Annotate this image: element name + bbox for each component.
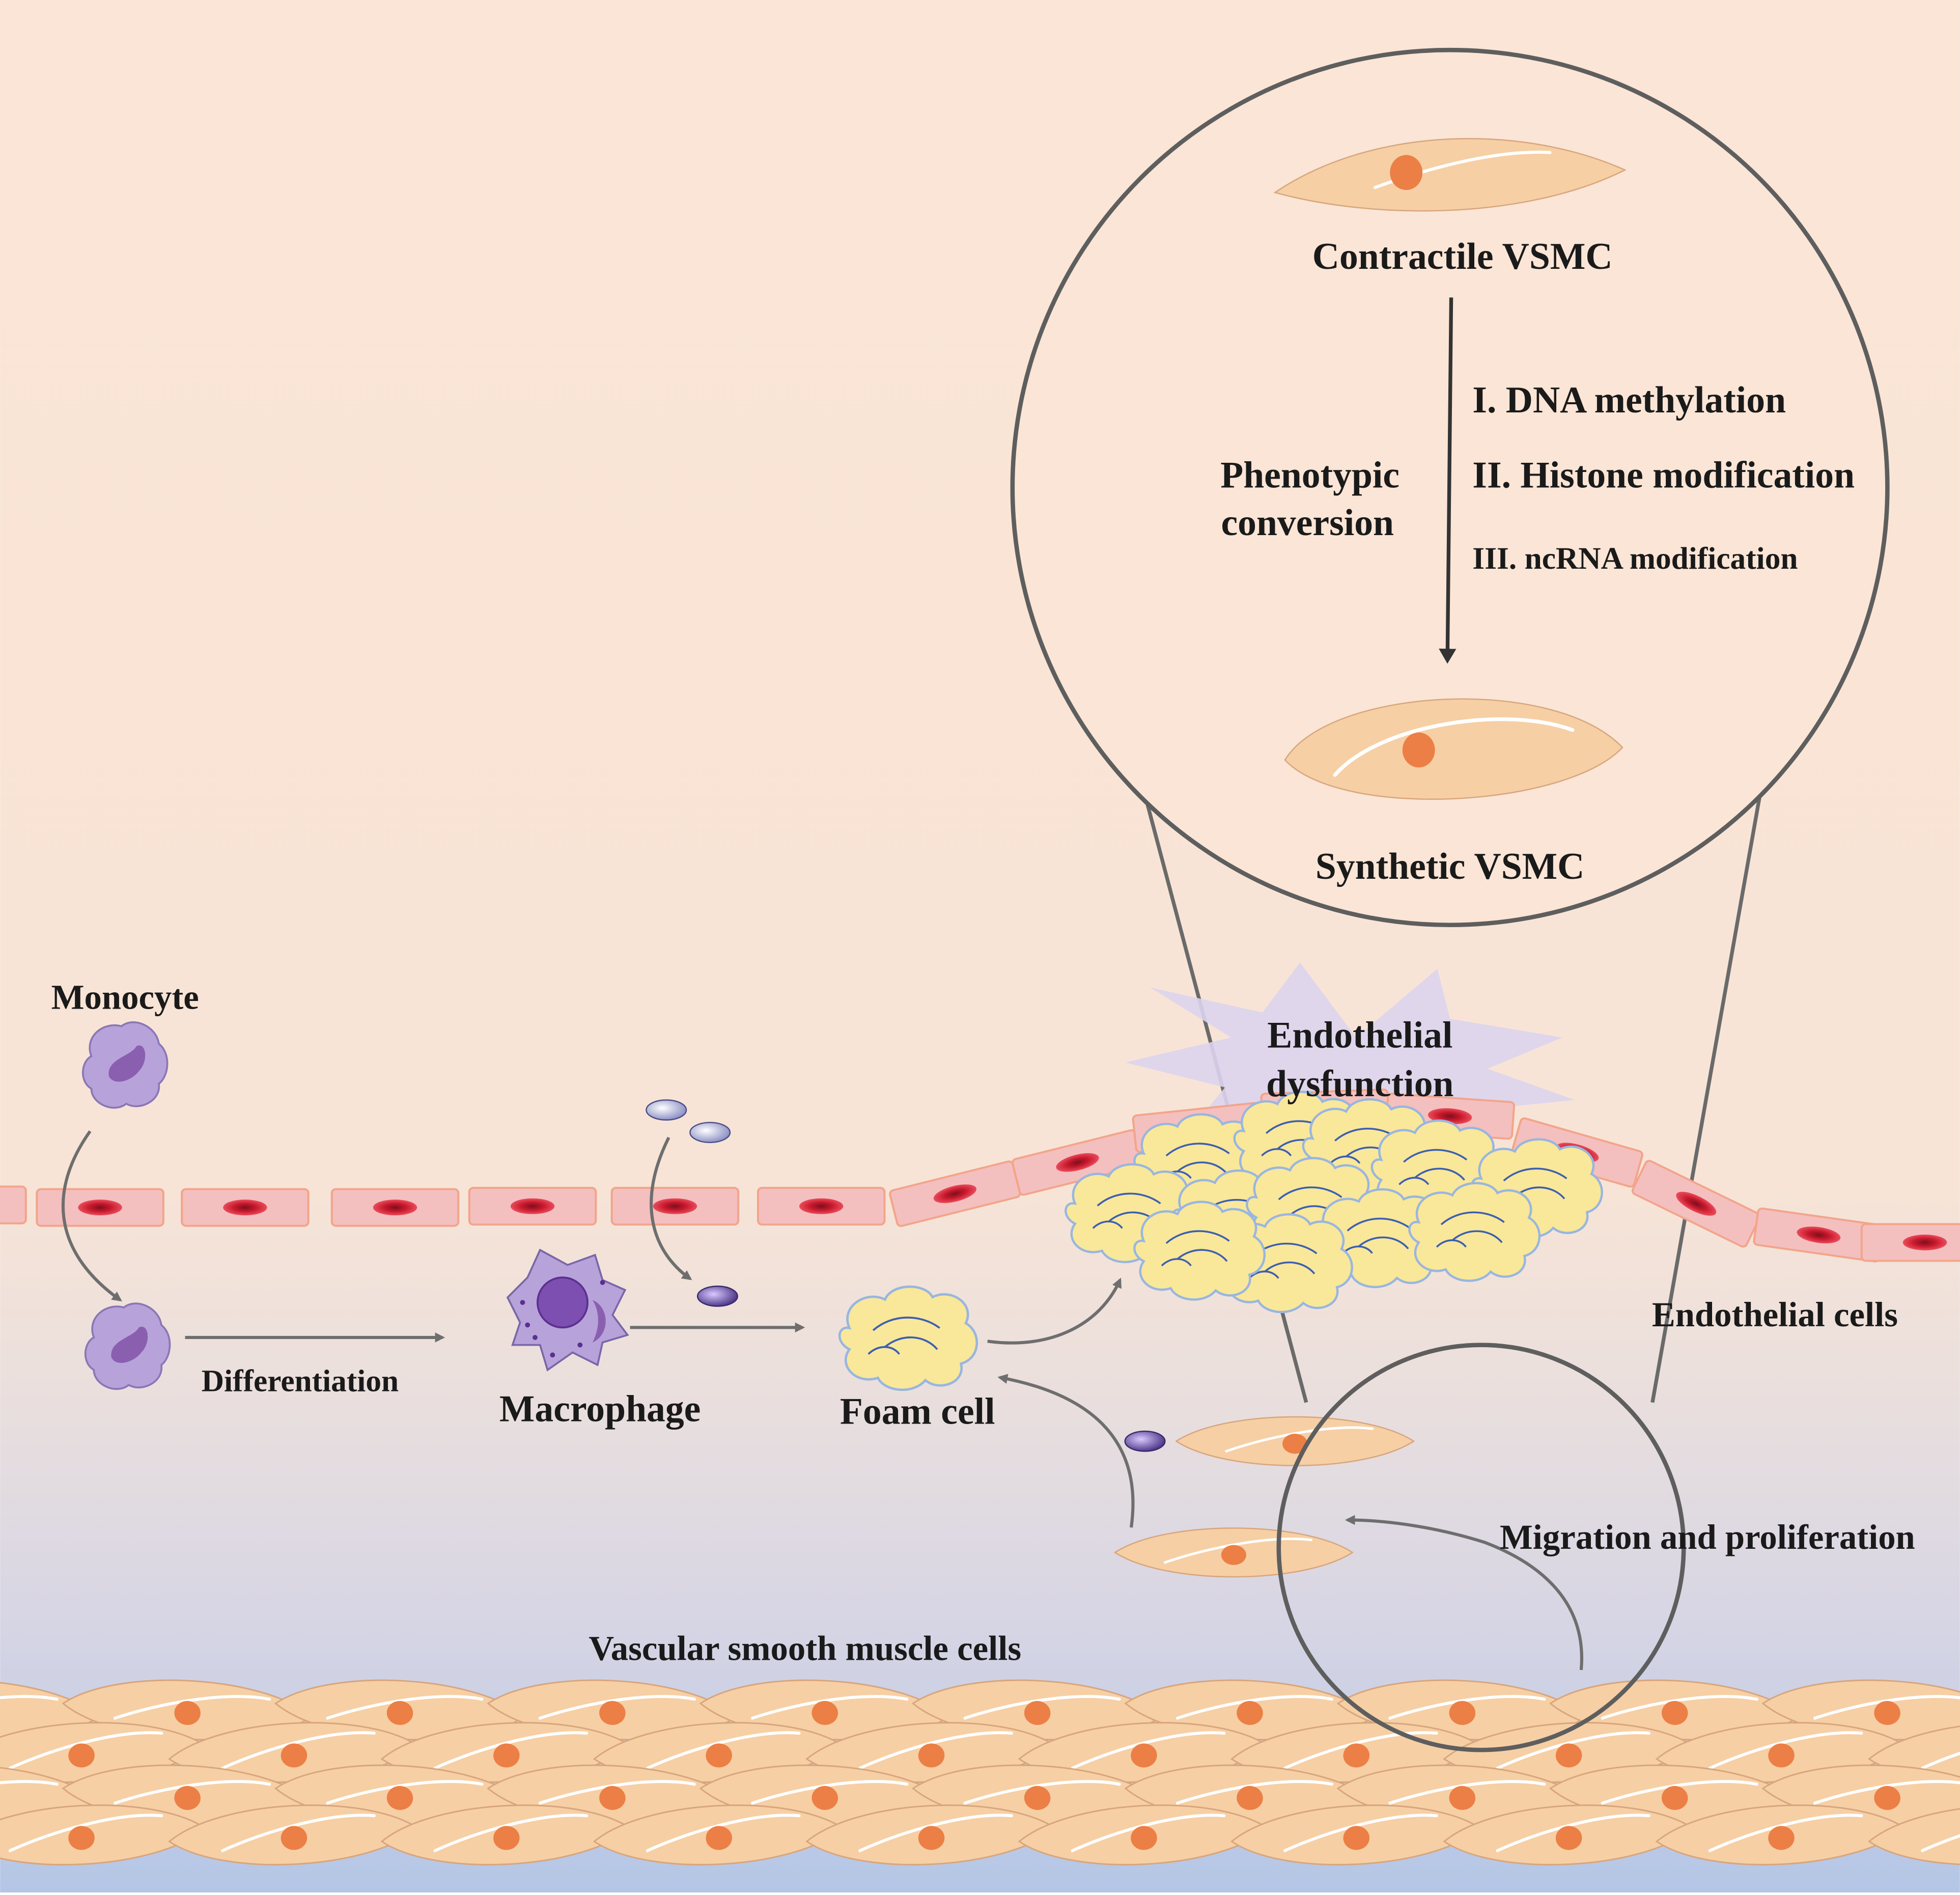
mechanism-ncrna-modification: III. ncRNA modification [1472,541,1798,576]
contractile-vsmc-icon [1273,138,1627,212]
foam-to-plaque-arrow [987,1277,1122,1345]
endothelial-dysfunction-line2: dysfunction [1266,1063,1453,1104]
endothelial-cell-icon [612,1188,738,1224]
phenotypic-conversion-arrow [1439,297,1457,664]
foam-cell-icon [1409,1183,1539,1281]
endothelial-cell-icon [0,1187,26,1223]
migration-label: Migration and proliferation [1500,1518,1915,1556]
foam-cell-icon [1134,1202,1264,1300]
differentiation-label: Differentiation [202,1364,399,1399]
mechanism-dna-methylation: I. DNA methylation [1472,379,1786,421]
synthetic-label: Synthetic VSMC [1315,845,1584,887]
extravasation-arrow [61,1130,122,1302]
lipid-particle-icon [646,1099,687,1121]
macrophage-label: Macrophage [499,1387,701,1429]
migration-circle [1276,1343,1686,1752]
endothelial-cells-label: Endothelial cells [1652,1295,1898,1334]
endothelial-cell-icon [332,1189,458,1226]
synthetic-vsmc-icon [1284,698,1623,800]
endothelial-cell-icon [758,1188,884,1224]
contractile-label: Contractile VSMC [1312,235,1613,277]
endothelial-cell-icon [469,1188,596,1224]
vsmc-label: Vascular smooth muscle cells [589,1629,1021,1667]
monocyte-icon [81,1021,169,1109]
oxidized-lipid-icon [696,1286,738,1307]
endothelial-cell-icon [182,1189,308,1226]
oxidized-lipid-icon [1124,1430,1166,1452]
vsmc-to-foam-arrow [997,1374,1135,1528]
vsmc-layer [0,1674,1960,1871]
monocyte-differentiating-icon [84,1302,171,1390]
mechanism-histone-modification: II. Histone modification [1472,454,1855,495]
foam-cell-icon [839,1287,977,1390]
foam-cell-label: Foam cell [840,1390,995,1432]
lipid-particle-icon [689,1122,731,1144]
migration-arrow [1345,1515,1583,1670]
monocyte-label: Monocyte [51,978,199,1016]
phenotypic-label-line1: Phenotypic [1220,454,1399,495]
endothelial-dysfunction-line1: Endothelial [1267,1014,1452,1055]
phenotypic-label-line2: conversion [1221,501,1394,543]
lipid-oxidation-arrow [650,1136,692,1280]
macrophage-icon [506,1248,629,1372]
endothelial-cell-icon [1862,1224,1960,1261]
endothelial-cell-icon [37,1189,163,1226]
